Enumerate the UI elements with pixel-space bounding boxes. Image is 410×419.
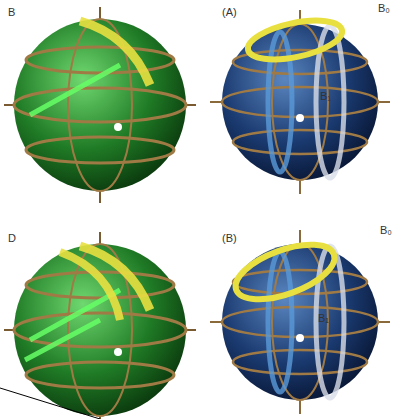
panel-letter: (A) xyxy=(222,6,237,18)
field-label: B₀ xyxy=(378,2,390,14)
panel-letter: B xyxy=(8,6,15,18)
panel-letter: (B) xyxy=(222,232,237,244)
panel-letter: D xyxy=(8,232,16,244)
field-label: B₀ xyxy=(380,224,392,236)
field-label: B₁ xyxy=(320,90,331,102)
field-label: B₁ xyxy=(318,312,329,324)
